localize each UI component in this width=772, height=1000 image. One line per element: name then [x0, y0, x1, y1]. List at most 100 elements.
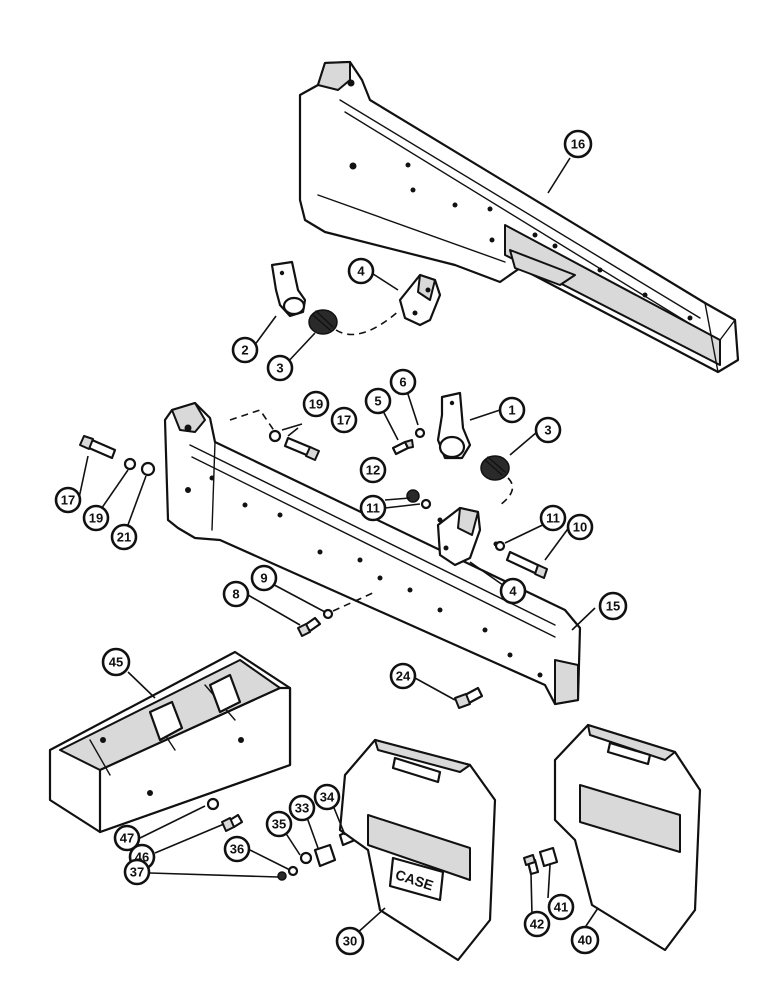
nut-37: [277, 871, 287, 881]
bolt-46: [221, 813, 244, 832]
washer-9: [322, 608, 334, 620]
svg-text:33: 33: [295, 801, 309, 816]
washer-35: [299, 851, 313, 865]
leader-lines: [78, 157, 599, 936]
callout-11-right: 11: [539, 504, 567, 532]
assembly-path-9: [332, 591, 376, 612]
washer-19-left: [123, 457, 137, 471]
callout-11-left: 11: [359, 494, 387, 522]
assembly-path-upper: [335, 309, 401, 336]
callout-4-lower: 4: [499, 577, 527, 605]
weight-carrier: [48, 650, 292, 834]
upper-frame-rail: [298, 60, 740, 374]
rear-weight-40: [553, 723, 702, 952]
callout-3-upper: 3: [266, 354, 294, 382]
nut-12: [406, 489, 420, 503]
callout-16: 16: [563, 129, 593, 159]
svg-text:16: 16: [571, 137, 585, 152]
rubber-bushing-upper: [308, 309, 338, 335]
svg-text:21: 21: [117, 530, 131, 545]
callout-19-right: 19: [302, 390, 330, 418]
callout-19-left: 19: [82, 504, 110, 532]
svg-text:6: 6: [399, 375, 406, 390]
callout-2: 2: [231, 336, 259, 364]
callout-37: 37: [123, 858, 151, 886]
assembly-path-lower: [499, 477, 514, 506]
svg-text:41: 41: [554, 900, 568, 915]
callout-17-left: 17: [54, 486, 82, 514]
washer-19-right: [268, 429, 282, 443]
svg-text:45: 45: [109, 655, 123, 670]
svg-text:5: 5: [374, 394, 381, 409]
svg-text:4: 4: [509, 584, 517, 599]
svg-text:30: 30: [343, 934, 357, 949]
svg-text:9: 9: [260, 571, 267, 586]
bolt-17-left: [79, 435, 117, 460]
callout-17-right: 17: [330, 406, 358, 434]
callout-40: 40: [570, 925, 600, 955]
svg-text:35: 35: [272, 817, 286, 832]
washer-47: [206, 797, 220, 811]
callout-15: 15: [598, 591, 628, 621]
block-41: [538, 846, 559, 868]
svg-text:19: 19: [89, 511, 103, 526]
bolt-17-right: [283, 436, 320, 461]
front-weight-30: CASE: [338, 738, 497, 962]
callout-1: 1: [498, 396, 526, 424]
svg-text:3: 3: [544, 423, 551, 438]
svg-text:11: 11: [546, 511, 560, 526]
svg-text:11: 11: [366, 501, 380, 516]
callout-33: 33: [288, 794, 316, 822]
svg-text:1: 1: [508, 403, 515, 418]
callout-4-upper: 4: [347, 257, 375, 285]
svg-text:8: 8: [232, 587, 239, 602]
svg-text:15: 15: [606, 599, 620, 614]
svg-text:24: 24: [396, 669, 411, 684]
callout-45: 45: [101, 647, 131, 677]
callout-3-lower: 3: [534, 416, 562, 444]
callout-10: 10: [566, 513, 594, 541]
callout-8: 8: [222, 580, 250, 608]
bolt-10: [505, 550, 548, 579]
svg-text:17: 17: [337, 413, 351, 428]
callout-36: 36: [223, 835, 251, 863]
block-33: [313, 843, 337, 868]
svg-text:47: 47: [120, 831, 134, 846]
callout-30: 30: [335, 926, 365, 956]
bracket-plate-2: [270, 260, 307, 318]
svg-text:36: 36: [230, 842, 244, 857]
assembly-path-bolt: [229, 409, 276, 433]
bolt-24: [454, 686, 484, 709]
callout-41: 41: [547, 893, 575, 921]
bolt-5: [391, 439, 414, 456]
svg-text:10: 10: [573, 520, 587, 535]
svg-text:2: 2: [241, 343, 248, 358]
lower-frame-rail: [163, 401, 582, 706]
svg-text:4: 4: [357, 264, 365, 279]
svg-text:42: 42: [530, 917, 544, 932]
callout-9: 9: [250, 564, 278, 592]
callout-24: 24: [389, 662, 417, 690]
callout-6: 6: [389, 368, 417, 396]
bolt-42: [523, 854, 540, 876]
washer-6: [414, 427, 426, 439]
rubber-bushing-lower: [480, 455, 510, 481]
svg-text:19: 19: [309, 397, 323, 412]
mounting-bracket-lower: [436, 506, 499, 567]
washer-21: [140, 461, 156, 477]
svg-text:37: 37: [130, 865, 144, 880]
svg-text:3: 3: [276, 361, 283, 376]
callout-35: 35: [265, 810, 293, 838]
bolt-8: [297, 616, 322, 637]
callout-34: 34: [313, 783, 341, 811]
callout-12: 12: [359, 456, 387, 484]
mounting-bracket-upper: [398, 273, 442, 327]
washer-11-right: [494, 540, 506, 552]
callout-5: 5: [364, 387, 392, 415]
washer-11-left: [420, 498, 432, 510]
callout-21: 21: [110, 523, 138, 551]
svg-text:40: 40: [578, 933, 592, 948]
svg-text:17: 17: [61, 493, 75, 508]
bracket-plate-1: [436, 391, 472, 460]
